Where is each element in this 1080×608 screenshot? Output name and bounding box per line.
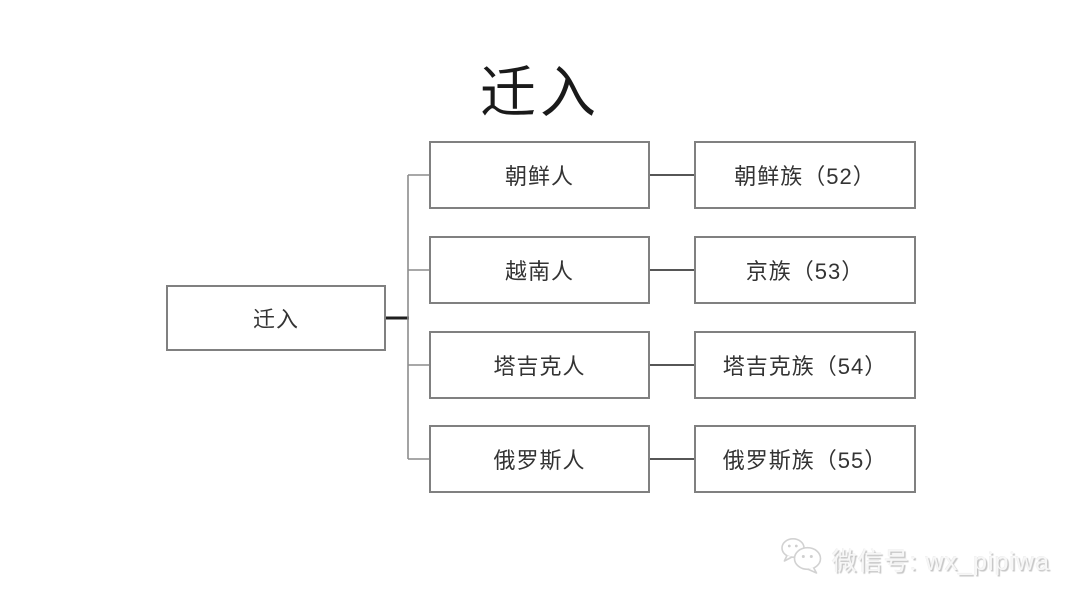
node-label: 京族（53） [745,259,865,284]
node-label: 塔吉克人 [493,354,586,379]
watermark-text: 微信号: wx_pipiwa [831,547,1050,576]
root-node-label: 迁入 [252,307,299,332]
root-node: 迁入 [166,285,386,351]
diagram-title: 迁入 [480,61,600,124]
target-node-3: 塔吉克族（54） [694,331,916,399]
target-node-1: 朝鲜族（52） [694,141,916,209]
wechat-icon [780,536,824,583]
node-label: 越南人 [504,259,574,284]
source-node-1: 朝鲜人 [429,141,650,209]
node-label: 朝鲜族（52） [734,164,876,189]
node-label: 朝鲜人 [504,164,574,189]
node-label: 俄罗斯人 [493,448,586,473]
node-label: 俄罗斯族（55） [722,448,888,473]
target-node-2: 京族（53） [694,236,916,304]
source-node-4: 俄罗斯人 [429,425,650,493]
target-node-4: 俄罗斯族（55） [694,425,916,493]
source-node-3: 塔吉克人 [429,331,650,399]
source-node-2: 越南人 [429,236,650,304]
watermark: 微信号: wx_pipiwa [780,536,1050,583]
node-label: 塔吉克族（54） [722,354,888,379]
